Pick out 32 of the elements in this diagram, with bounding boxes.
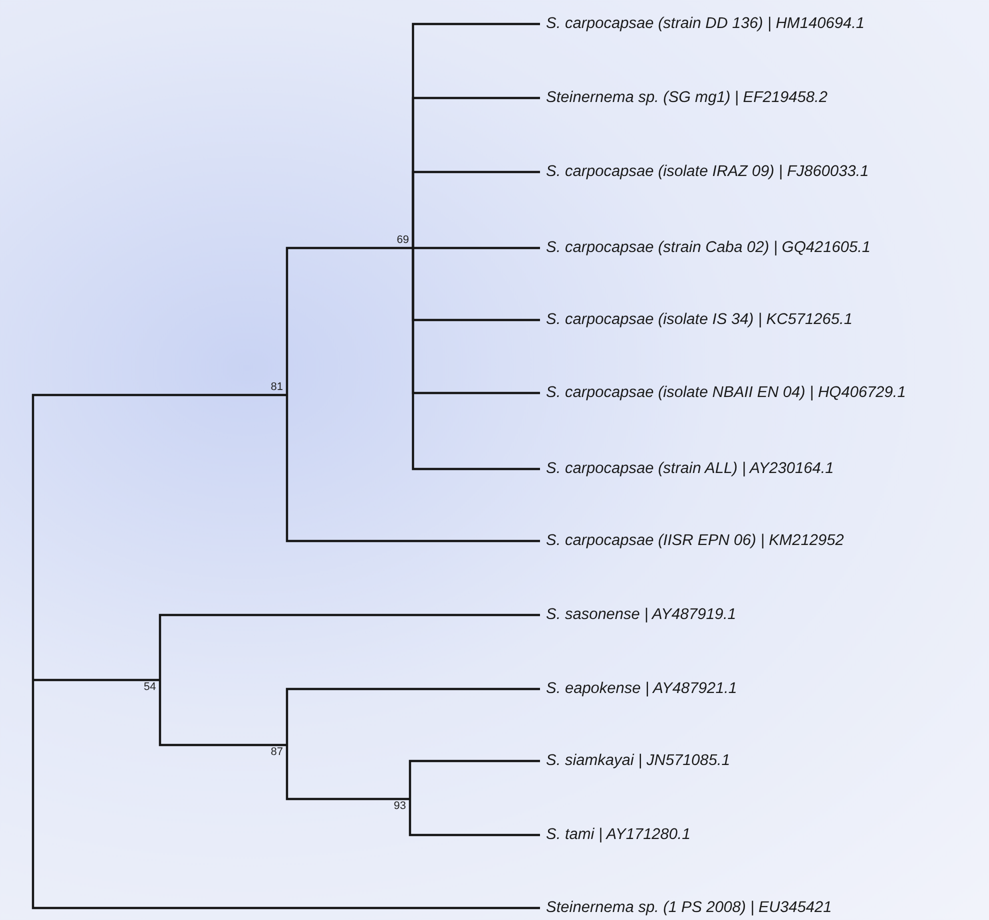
tree-branch <box>286 246 413 395</box>
tree-branch <box>286 688 540 745</box>
tree-branch <box>412 248 540 470</box>
taxon-label: S. carpocapsae (isolate IS 34) | KC571265.1 <box>540 311 852 329</box>
taxon-label: Steinernema sp. (SG mg1) | EF219458.2 <box>540 89 828 107</box>
tree-branch <box>32 678 160 682</box>
tree-branch <box>158 614 540 680</box>
tree-branch <box>412 170 540 248</box>
taxon-label: S. carpocapsae (isolate IRAZ 09) | FJ860033.1 <box>540 163 869 181</box>
bootstrap-value: 87 <box>270 745 287 760</box>
tree-branch <box>158 680 287 746</box>
taxon-label: S. eapokense | AY487921.1 <box>540 680 738 698</box>
taxon-label: S. carpocapsae (strain Caba 02) | GQ421605.1 <box>540 239 871 257</box>
bootstrap-value: 93 <box>394 799 410 814</box>
taxon-label: S. carpocapsae (strain DD 136) | HM140694.1 <box>540 15 864 33</box>
bootstrap-value: 69 <box>396 233 413 248</box>
tree-branch <box>32 680 540 910</box>
taxon-label: S. carpocapsae (isolate NBAII EN 04) | HQ406729.1 <box>540 384 906 402</box>
taxon-label: Steinernema sp. (1 PS 2008) | EU345421 <box>540 899 832 917</box>
bootstrap-value: 54 <box>144 680 160 695</box>
taxon-label: S. sasonense | AY487919.1 <box>540 606 736 624</box>
tree-branch <box>408 760 540 799</box>
taxon-label: S. siamkayai | JN571085.1 <box>540 752 730 770</box>
bootstrap-value: 81 <box>270 380 287 395</box>
tree-branch <box>286 395 540 542</box>
taxon-label: S. carpocapsae (strain ALL) | AY230164.1 <box>540 460 834 478</box>
tree-branch <box>412 246 540 250</box>
taxon-label: S. tami | AY171280.1 <box>540 826 690 844</box>
taxon-label: S. carpocapsae (IISR EPN 06) | KM212952 <box>540 532 844 550</box>
tree-branch <box>32 394 287 680</box>
tree-branch <box>286 745 410 800</box>
tree-branch <box>408 799 540 836</box>
